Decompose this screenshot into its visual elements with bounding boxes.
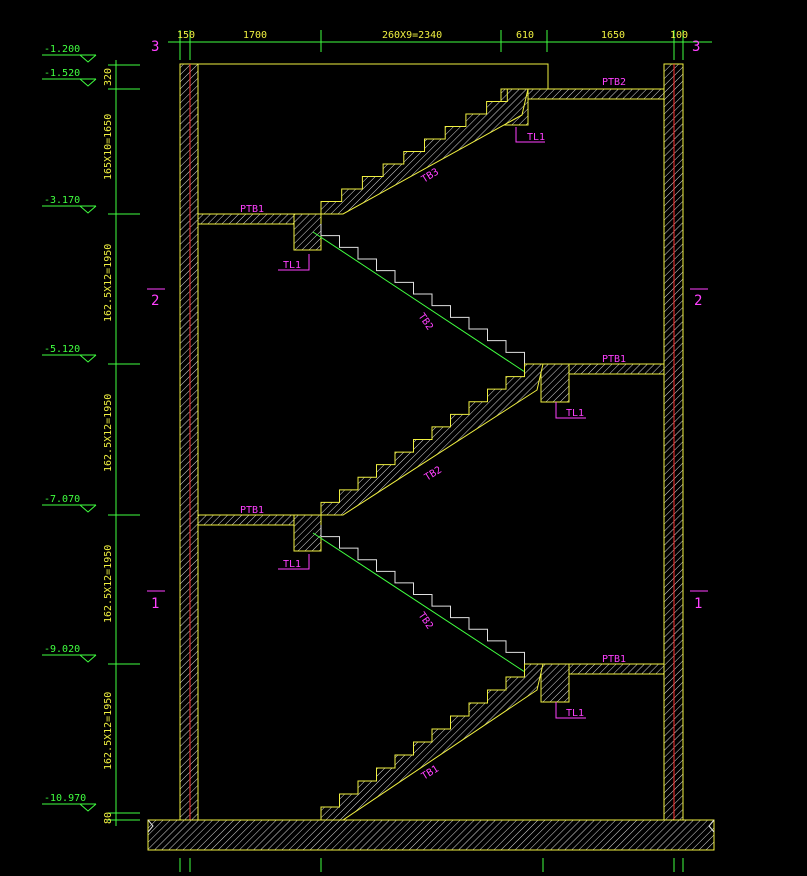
level-marker: -9.020 xyxy=(42,644,97,663)
platform-label: PTB1 xyxy=(602,354,626,365)
top-dim-2340: 260X9=2340 xyxy=(382,30,442,41)
beam-label: TL1 xyxy=(566,408,584,419)
vdim-1950-d: 162.5X12=1950 xyxy=(103,692,114,770)
axis-label-1-left: 1 xyxy=(151,596,159,612)
top-dim-1700: 1700 xyxy=(243,30,267,41)
top-dim-1650: 1650 xyxy=(601,30,625,41)
vdim-320: 320 xyxy=(103,68,114,86)
beam-labels: TL1 TL1 TL1 TL1 TL1 xyxy=(278,127,586,719)
stair-steps xyxy=(320,224,543,365)
stair-structure xyxy=(197,88,665,821)
level-marker: -5.120 xyxy=(42,344,97,363)
landing-beam xyxy=(540,363,570,403)
landing-beam xyxy=(540,663,570,703)
vdim-1950-c: 162.5X12=1950 xyxy=(103,545,114,623)
svg-text:-3.170: -3.170 xyxy=(44,195,80,206)
axis-label-3-left: 3 xyxy=(151,39,159,55)
level-marker: -10.970 xyxy=(42,793,97,812)
landing-slab xyxy=(527,88,665,100)
flight-label: TB2 xyxy=(423,465,444,484)
vdim-1950-a: 162.5X12=1950 xyxy=(103,244,114,322)
stair-flight xyxy=(320,88,529,215)
beam-label: TL1 xyxy=(283,559,301,570)
landing-beam xyxy=(293,213,322,251)
level-marker: -3.170 xyxy=(42,195,97,214)
svg-text:-9.020: -9.020 xyxy=(44,644,80,655)
level-marker: -7.070 xyxy=(42,494,97,513)
level-marker: -1.520 xyxy=(42,68,97,87)
stair-soffit xyxy=(312,532,532,677)
axis-label-2-right: 2 xyxy=(694,293,702,309)
stair-flight xyxy=(320,363,544,516)
left-wall xyxy=(179,63,199,823)
platform-label: PTB2 xyxy=(602,77,626,88)
beam-label: TL1 xyxy=(566,708,584,719)
walls xyxy=(179,63,684,823)
platform-label: PTB1 xyxy=(602,654,626,665)
svg-text:-7.070: -7.070 xyxy=(44,494,80,505)
axis-label-3-right: 3 xyxy=(692,39,700,55)
stair-soffit xyxy=(312,231,532,377)
vdim-1650: 165X10=1650 xyxy=(103,114,114,180)
svg-text:-5.120: -5.120 xyxy=(44,344,80,355)
vertical-dimension-chain: 320 165X10=1650 162.5X12=1950 162.5X12=1… xyxy=(103,60,140,826)
platform-label: PTB1 xyxy=(240,204,264,215)
top-dim-100: 100 xyxy=(670,30,688,41)
landing-beam xyxy=(293,514,322,552)
platform-labels: PTB2 PTB1 PTB1 PTB1 PTB1 xyxy=(240,77,626,665)
level-marker: -1.200 xyxy=(42,44,97,63)
flight-labels: TB3 TB2 TB2 TB2 TB1 xyxy=(416,167,444,783)
svg-text:-1.520: -1.520 xyxy=(44,68,80,79)
level-markers: -1.200 -1.520 -3.170 -5.120 -7.070 -9.02… xyxy=(42,44,97,812)
axis-label-1-right: 1 xyxy=(694,596,702,612)
svg-text:-1.200: -1.200 xyxy=(44,44,80,55)
axis-label-2-left: 2 xyxy=(151,293,159,309)
axis-labels: 3 3 2 2 1 1 xyxy=(147,39,708,612)
flight-label: TB2 xyxy=(416,311,435,332)
top-dim-610: 610 xyxy=(516,30,534,41)
platform-label: PTB1 xyxy=(240,505,264,516)
top-dim-150: 150 xyxy=(177,30,195,41)
vdim-80: 80 xyxy=(103,812,114,824)
top-opening xyxy=(198,63,549,89)
top-dimension-chain: 150 1700 260X9=2340 610 1650 100 xyxy=(168,30,712,60)
vdim-1950-b: 162.5X12=1950 xyxy=(103,394,114,472)
foundation-slab xyxy=(147,819,715,872)
svg-text:-10.970: -10.970 xyxy=(44,793,86,804)
stair-steps xyxy=(320,525,543,665)
beam-label: TL1 xyxy=(527,132,545,143)
stair-flight xyxy=(320,663,544,821)
flight-label: TB2 xyxy=(416,610,435,631)
beam-label: TL1 xyxy=(283,260,301,271)
